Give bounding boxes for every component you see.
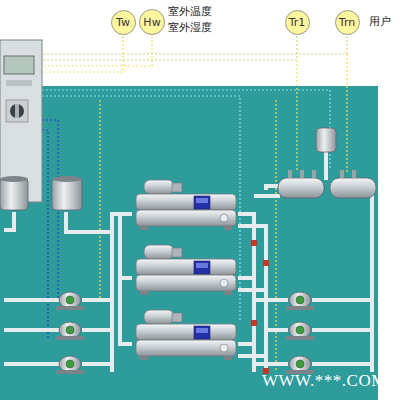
pump (286, 322, 314, 340)
sensor-circle: Hw (139, 9, 165, 35)
sensor-circle: Trn (335, 10, 360, 35)
signal-wires (42, 36, 347, 370)
pump (286, 292, 314, 310)
caption-label: 室外湿度 (168, 21, 212, 34)
pipes (4, 152, 372, 372)
headers (278, 128, 376, 198)
pump (56, 292, 84, 310)
caption-label: 用户 (369, 15, 391, 28)
caption-label: 室外温度 (168, 5, 212, 18)
cooling-towers (0, 176, 82, 210)
watermark: WWW.***.COM (262, 371, 387, 391)
chiller-unit (136, 180, 236, 230)
pump (56, 356, 84, 374)
control-cabinet (0, 40, 42, 202)
sensor-tag: Tr1 (289, 17, 306, 28)
sensor-tag: Tw (116, 17, 130, 28)
chiller-unit (136, 310, 236, 360)
chiller-unit (136, 245, 236, 295)
pump (56, 322, 84, 340)
valves (251, 240, 269, 374)
sensor-circle: Tw (111, 10, 136, 35)
sensor-tag: Hw (143, 17, 160, 28)
sensor-circle: Tr1 (285, 10, 310, 35)
ground (0, 86, 378, 400)
sensor-tag: Trn (339, 17, 355, 28)
